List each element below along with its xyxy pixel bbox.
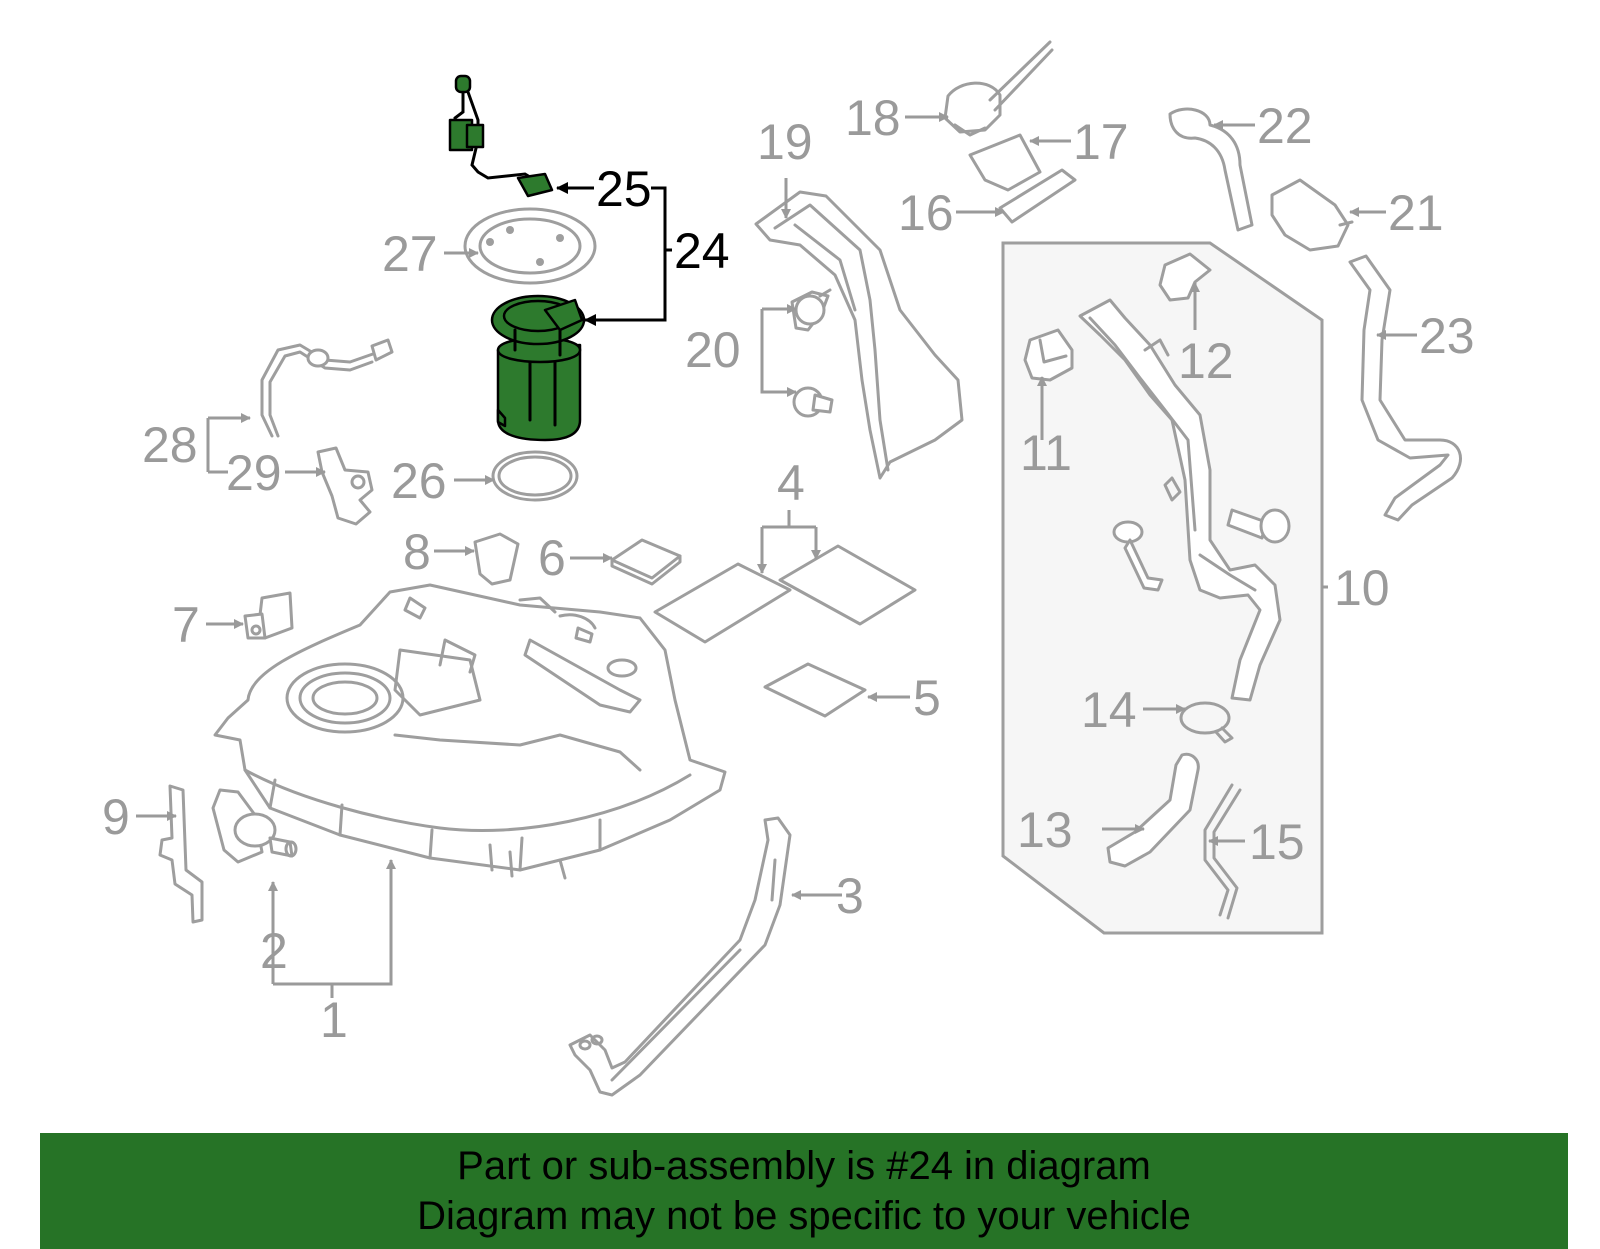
clamp-part-14 [1179,701,1234,744]
pad-part-8 [473,532,520,586]
callout-25: 25 [596,161,652,217]
callout-12: 12 [1178,333,1234,389]
hose-part-23 [1348,254,1462,522]
pad-part-5 [763,662,867,718]
hose-part-13 [1106,752,1200,868]
pad-part-17 [968,133,1042,192]
bracket-part-9 [158,784,204,924]
notice-banner: Part or sub-assembly is #24 in diagram D… [40,1133,1568,1249]
pad-part-4a [653,562,792,644]
callout-11: 11 [1020,425,1072,481]
seal-part-26 [491,450,579,502]
fuel-pump-module-part-24[interactable] [490,294,586,442]
callout-29: 29 [226,445,282,501]
callout-28: 28 [142,417,198,473]
callout-24[interactable]: 24 [674,223,730,279]
callout-21: 21 [1388,185,1444,241]
callout-8: 8 [403,524,431,580]
callout-26: 26 [391,453,447,509]
valve-part-2 [211,788,298,864]
sensor-part-28 [260,338,394,438]
callout-18: 18 [845,90,901,146]
fuel-tank [213,583,727,880]
callout-3: 3 [836,868,864,924]
callout-10: 10 [1334,560,1390,616]
cap-part-18 [943,40,1054,137]
hose-part-22 [1168,107,1254,232]
callout-17: 17 [1073,114,1129,170]
hose-part-15 [1203,783,1242,920]
valve-part-21 [1270,178,1354,252]
sensor-part-7 [243,591,294,640]
callout-13: 13 [1017,802,1073,858]
strap-part-3 [568,816,792,1097]
callout-23: 23 [1419,308,1475,364]
bracket-part-11 [1023,328,1074,382]
callout-7: 7 [172,597,200,653]
bolt-1 [1112,520,1164,592]
banner-line-1: Part or sub-assembly is #24 in diagram [457,1144,1151,1188]
pad-part-4b [778,544,917,626]
callout-15: 15 [1249,814,1305,870]
callout-6: 6 [538,530,566,586]
banner-line-2: Diagram may not be specific to your vehi… [417,1194,1191,1238]
lock-ring-part-27 [463,207,597,285]
callout-2: 2 [260,923,288,979]
fuel-level-sender-part-25 [448,74,554,198]
heat-shield-part-19 [754,190,964,480]
sensor-part-29 [316,446,374,526]
callout-16: 16 [898,185,954,241]
filler-pipe-part-10 [1078,298,1282,702]
assembly-box-10 [1001,241,1324,935]
callout-27: 27 [382,226,438,282]
clips-part-20 [790,288,834,418]
callout-4: 4 [777,455,805,511]
pad-part-16 [998,168,1077,224]
callout-14: 14 [1081,682,1137,738]
bolt-2 [1226,508,1291,544]
callout-5: 5 [913,670,941,726]
callout-19: 19 [757,114,813,170]
callout-9: 9 [102,789,130,845]
pad-part-6 [610,538,682,586]
callout-20: 20 [685,322,741,378]
callout-22: 22 [1257,98,1313,154]
callout-1: 1 [320,992,348,1048]
